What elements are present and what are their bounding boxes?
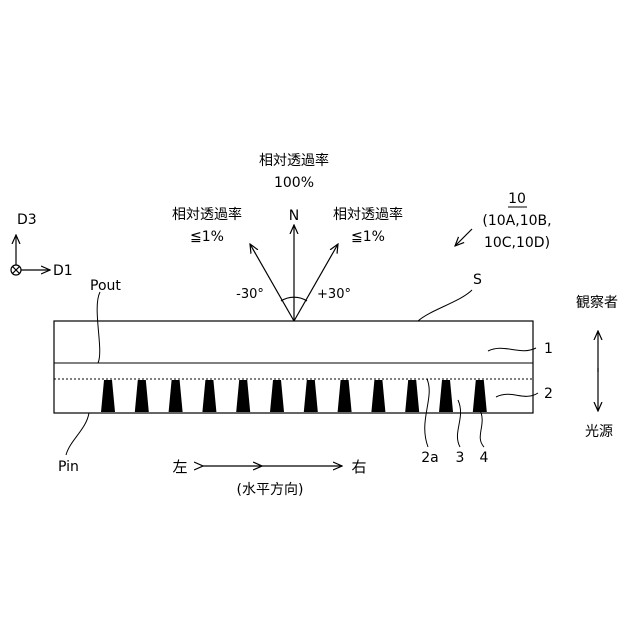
center-transmittance-title: 相対透過率 [259, 152, 329, 169]
surface-s-label: S [473, 272, 482, 288]
ref-1-label: 1 [544, 341, 553, 357]
right-ray-arrow [294, 244, 338, 321]
axis-d1-label: D1 [53, 263, 73, 279]
right-transmittance-value: ≦1% [351, 229, 385, 245]
left-transmittance-value: ≦1% [190, 229, 224, 245]
angle-right-label: +30° [317, 287, 351, 302]
pin-label: Pin [58, 459, 79, 475]
ref-10-arrow [455, 229, 472, 246]
ref-4-leader [479, 408, 484, 447]
left-label: 左 [172, 458, 187, 476]
ref-3-label: 3 [456, 450, 465, 466]
ref-variants-line2: 10C,10D) [484, 235, 550, 251]
center-transmittance-value: 100% [274, 175, 314, 191]
pin-leader [66, 413, 89, 455]
right-label: 右 [351, 458, 366, 476]
horizontal-direction-label: (水平方向) [237, 482, 304, 498]
ref-variants-line1: (10A,10B, [482, 213, 551, 229]
panel-outline [54, 321, 533, 413]
pout-label: Pout [90, 278, 121, 294]
ref-2-label: 2 [544, 386, 553, 402]
left-transmittance-title: 相対透過率 [172, 206, 242, 223]
ref-2a-label: 2a [421, 450, 439, 466]
surface-s-leader [418, 290, 472, 321]
angle-left-label: -30° [236, 287, 264, 302]
viewer-label: 観察者 [576, 294, 618, 311]
normal-label: N [289, 208, 299, 224]
light-source-label: 光源 [585, 424, 613, 440]
axis-d3-label: D3 [17, 212, 37, 228]
left-ray-arrow [250, 244, 294, 321]
right-transmittance-title: 相対透過率 [333, 206, 403, 223]
ref-4-label: 4 [480, 450, 489, 466]
ref-10-label: 10 [508, 191, 526, 207]
